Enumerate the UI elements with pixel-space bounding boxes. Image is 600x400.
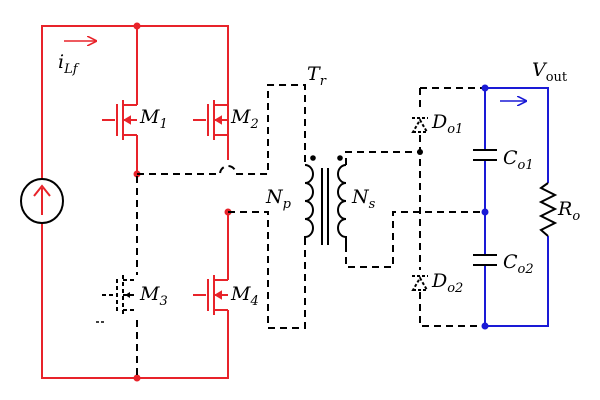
primary-dashed-wiring: [137, 84, 306, 329]
secondary-dashed-wiring: [345, 87, 485, 327]
output-circuit: [481, 84, 549, 330]
vout-label: Vout: [532, 59, 568, 85]
m1-label: M1: [139, 106, 168, 132]
do1-label: Do1: [431, 111, 463, 137]
ro-label: Ro: [557, 198, 580, 224]
m3-label: M3: [139, 283, 168, 309]
ns-label: Ns: [351, 186, 376, 212]
m4-label: M4: [230, 283, 259, 309]
np-label: Np: [265, 186, 292, 212]
capacitor-co2-icon: [473, 254, 497, 266]
input-current-path: [41, 22, 232, 382]
m2-label: M2: [230, 106, 259, 132]
co2-label: Co2: [503, 251, 534, 277]
mosfet-m2-icon: [193, 100, 228, 140]
resistor-ro-icon: [538, 182, 558, 237]
current-source-icon: [20, 178, 64, 224]
co1-label: Co1: [503, 147, 534, 173]
mosfet-m1-icon: [102, 100, 138, 140]
transformer-icon: [304, 164, 347, 245]
capacitor-co1-icon: [473, 149, 497, 161]
diode-do1-icon: [411, 117, 429, 133]
mosfet-m3-icon: [96, 176, 138, 378]
transformer-label: Tr: [307, 63, 327, 89]
diode-do2-icon: [411, 275, 429, 291]
do2-label: Do2: [431, 270, 463, 296]
current-label: iLf: [58, 51, 80, 77]
mosfet-m4-icon: [193, 265, 229, 330]
